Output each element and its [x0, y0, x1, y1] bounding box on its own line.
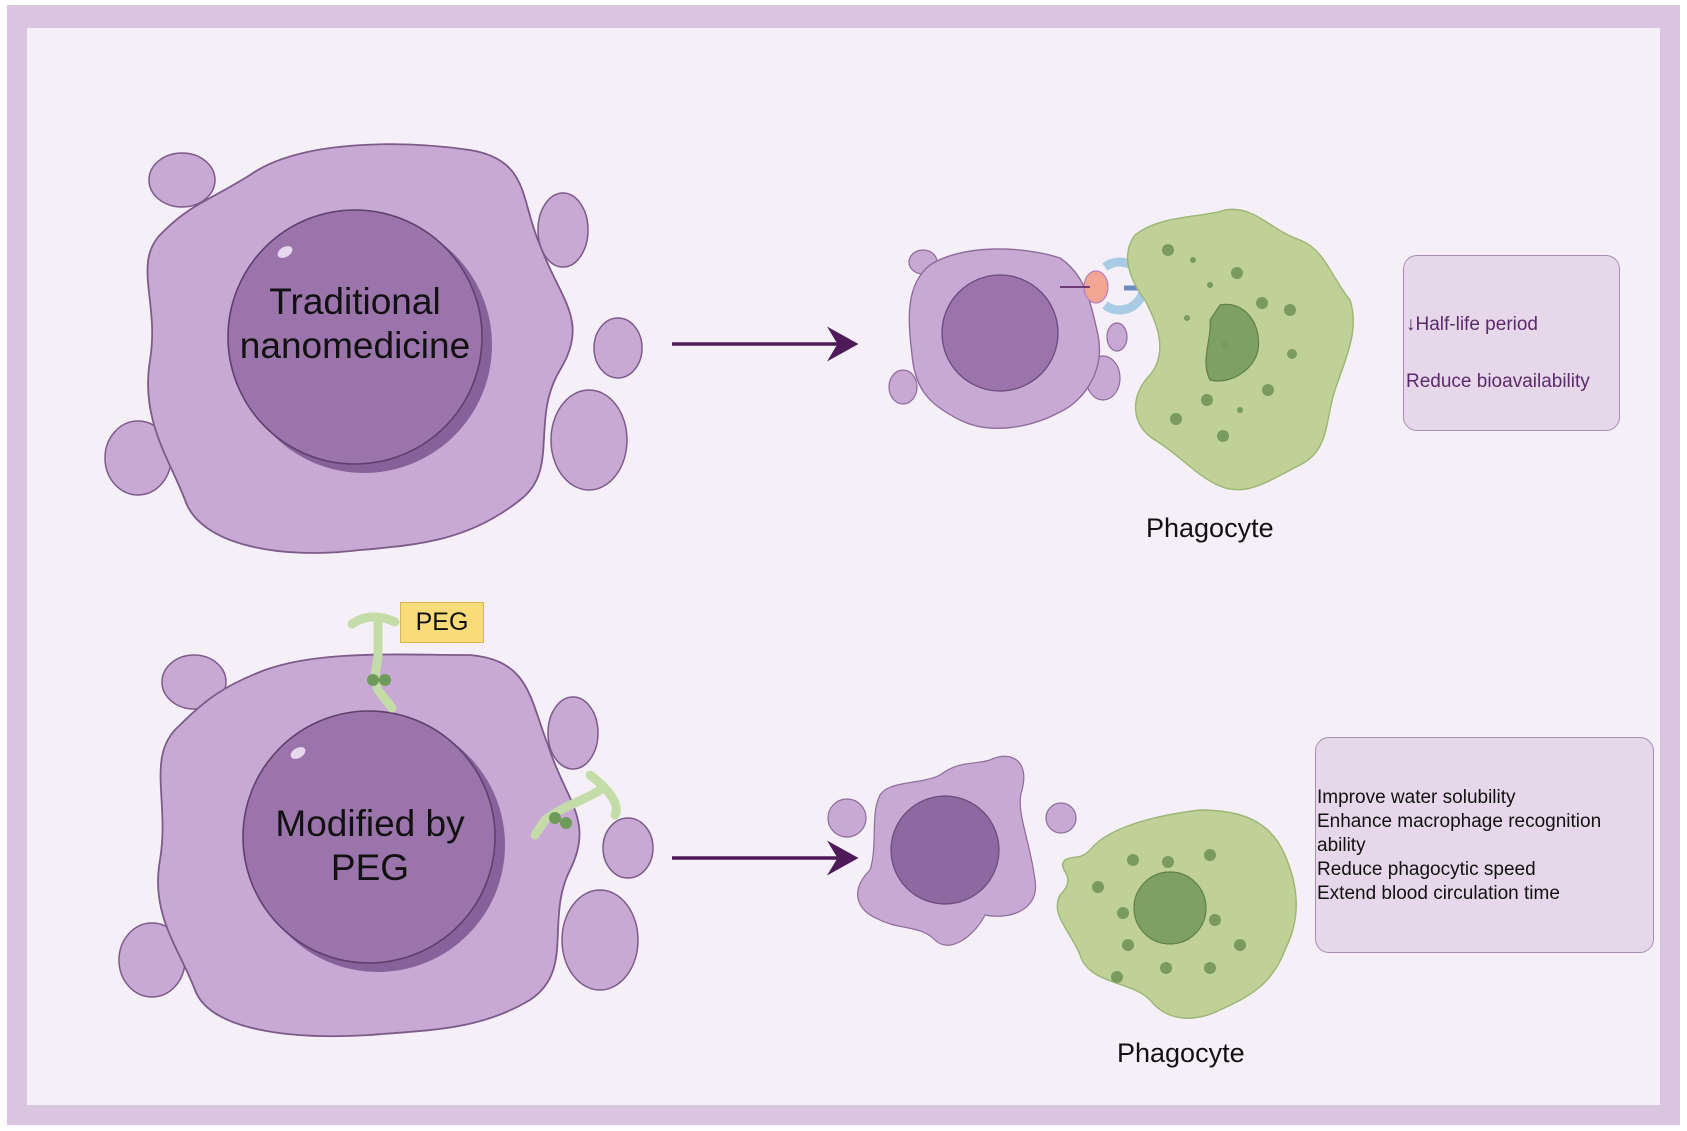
bottom-outcome-box: Improve water solubility Enhance macroph…	[1315, 737, 1654, 953]
vesicle	[888, 369, 918, 405]
peg-modified-cell	[118, 612, 654, 1038]
outcome-bioavailability: Reduce bioavailability	[1406, 371, 1590, 392]
vesicle	[1106, 322, 1128, 352]
vesicle	[593, 317, 643, 379]
label-line: nanomedicine	[239, 325, 471, 366]
peg-chain-icon	[530, 770, 621, 840]
nucleus	[227, 209, 483, 465]
outcome-item: ability	[1317, 835, 1366, 856]
label-line: Modified by	[275, 803, 465, 844]
outcome-half-life: ↓Half-life period	[1406, 314, 1538, 336]
label-line: Traditional	[269, 281, 441, 322]
granules	[1162, 244, 1297, 442]
top-phagocyte	[1102, 208, 1354, 491]
vesicle	[602, 817, 654, 879]
vesicle	[161, 654, 227, 710]
peg-tag: PEG	[400, 602, 484, 643]
outcome-item: Enhance macrophage recognition	[1317, 811, 1602, 832]
nucleus	[890, 795, 1000, 905]
bottom-phagocyte	[1056, 809, 1297, 1019]
phagocyte-nucleus	[1205, 303, 1260, 382]
bottom-phagocyte-label: Phagocyte	[1117, 1038, 1245, 1068]
peg-chain-icon	[347, 612, 400, 713]
phagocyte-nucleus	[1133, 871, 1207, 945]
nucleus-highlight	[277, 246, 293, 258]
nucleus	[242, 710, 496, 964]
outcome-item: Reduce phagocytic speed	[1317, 859, 1536, 880]
top-outcome-box: ↓Half-life period Reduce bioavailability	[1403, 255, 1620, 431]
down-arrow-icon: ↓	[1406, 314, 1416, 335]
outcome-text: Half-life period	[1415, 314, 1539, 335]
granules	[1092, 849, 1246, 983]
bottom-small-cell	[827, 755, 1077, 946]
vesicle	[547, 696, 599, 770]
peg-anchor	[367, 674, 391, 686]
peg-modified-label: Modified by PEG	[240, 802, 500, 890]
traditional-nanomedicine-label: Traditional nanomedicine	[225, 280, 485, 368]
vesicle	[148, 152, 216, 208]
nucleus-highlight	[290, 747, 306, 759]
traditional-nanomedicine-cell	[104, 143, 643, 554]
outcome-list: Improve water solubility Enhance macroph…	[1317, 786, 1601, 906]
vesicle	[1045, 802, 1077, 834]
vesicle	[550, 389, 628, 491]
outcome-item: Improve water solubility	[1317, 787, 1516, 808]
vesicle	[537, 192, 589, 268]
vesicle	[827, 798, 867, 838]
top-phagocyte-label: Phagocyte	[1146, 513, 1274, 543]
vesicle	[561, 889, 639, 991]
nucleus	[941, 274, 1059, 392]
top-small-cell	[888, 248, 1128, 429]
outcome-item: Extend blood circulation time	[1317, 883, 1560, 904]
peg-anchor	[549, 812, 572, 829]
label-line: PEG	[330, 847, 410, 888]
